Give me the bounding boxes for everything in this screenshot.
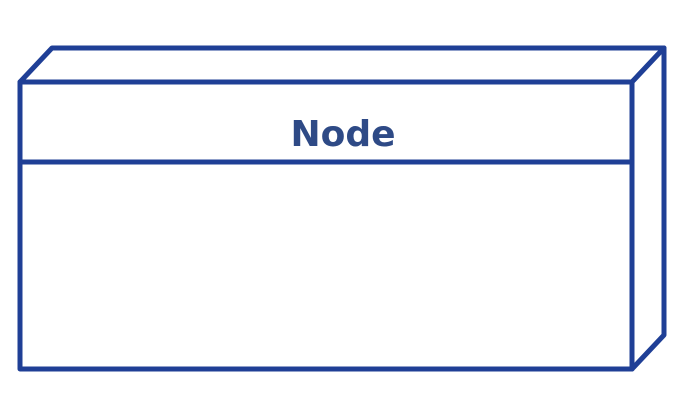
node-shape xyxy=(17,45,667,372)
node-front-face xyxy=(17,79,635,372)
node-side-face xyxy=(629,45,667,372)
node-title: Node xyxy=(290,114,395,155)
node-top-face xyxy=(17,45,667,85)
